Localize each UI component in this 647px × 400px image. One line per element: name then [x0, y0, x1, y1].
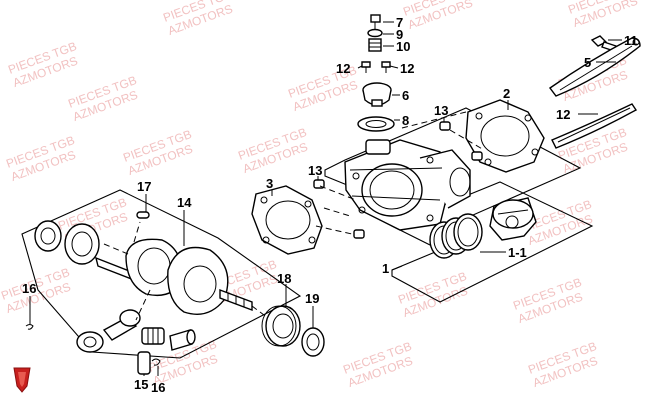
callout-5: 6: [402, 88, 409, 103]
cylinder-upper-box: [324, 107, 582, 227]
gasket-part-7: [357, 116, 395, 132]
callout-16-lower: 16: [151, 380, 165, 395]
callout-2: 2: [503, 86, 510, 101]
callout-15: 15: [134, 377, 148, 392]
callout-1: 1: [382, 261, 389, 276]
callout-7: 8: [402, 113, 409, 128]
crankshaft-group-box: [21, 189, 302, 359]
callout-11: 12: [556, 107, 570, 122]
washer-part-8: [367, 28, 383, 38]
oil-seal-part-19: [301, 327, 325, 357]
needle-bearing: [141, 327, 165, 345]
connecting-rod: [76, 309, 141, 353]
callout-12-left: 12: [336, 61, 350, 76]
circlip-part-16-lower: [151, 358, 161, 366]
callout-6: 7: [396, 15, 403, 30]
callout-19: 19: [305, 291, 319, 306]
callout-14: 14: [177, 195, 192, 210]
piston-pin-part-15: [137, 351, 151, 375]
spring-part-9: [368, 38, 382, 52]
cylinder-block: [344, 139, 471, 231]
piston-rings: [429, 213, 483, 259]
callout-8: 9: [396, 27, 403, 42]
callout-16-left: 16: [22, 281, 36, 296]
callout-13-upper: 13: [434, 103, 448, 118]
chain-guide-part-11: [551, 103, 638, 149]
callout-3: 3: [266, 176, 273, 191]
dowel-pin-part-13-lower: [313, 179, 365, 239]
tensioner-arm-part-4: [549, 37, 641, 97]
bolt-part-12-left: [361, 61, 371, 73]
callout-13-lower: 13: [308, 163, 322, 178]
bolt-part-12-right: [381, 61, 391, 73]
circlip-part-16-left: [25, 324, 34, 330]
dowel-pin-part-13-upper: [439, 121, 483, 161]
callout-18: 18: [277, 271, 291, 286]
crankshaft-part-14: [94, 238, 253, 315]
callout-1-1: 1-1: [508, 245, 527, 260]
key-part-17: [136, 211, 150, 219]
callout-4: 5: [584, 55, 591, 70]
leader-lines: [29, 21, 622, 376]
crank-pin: [169, 329, 196, 351]
base-gasket-part-3: [251, 185, 323, 255]
assembly-lines: [103, 111, 485, 321]
bearing-left: [34, 220, 62, 252]
tensioner-part-5: [362, 82, 392, 107]
piston: [489, 197, 537, 241]
callout-9: 10: [396, 39, 410, 54]
callout-17: 17: [137, 179, 151, 194]
brand-logo-icon: [13, 367, 31, 393]
callout-12-right: 12: [400, 61, 414, 76]
callout-numbers: 7 9 10 12 12 6 8 11 5 12 2 13 13 3 17 14…: [22, 15, 638, 395]
head-gasket-part-2: [465, 99, 545, 173]
bolt-part-6: [370, 14, 381, 30]
bearing-part-18: [261, 305, 301, 347]
callout-10: 11: [624, 33, 638, 48]
seal-left: [64, 223, 100, 265]
